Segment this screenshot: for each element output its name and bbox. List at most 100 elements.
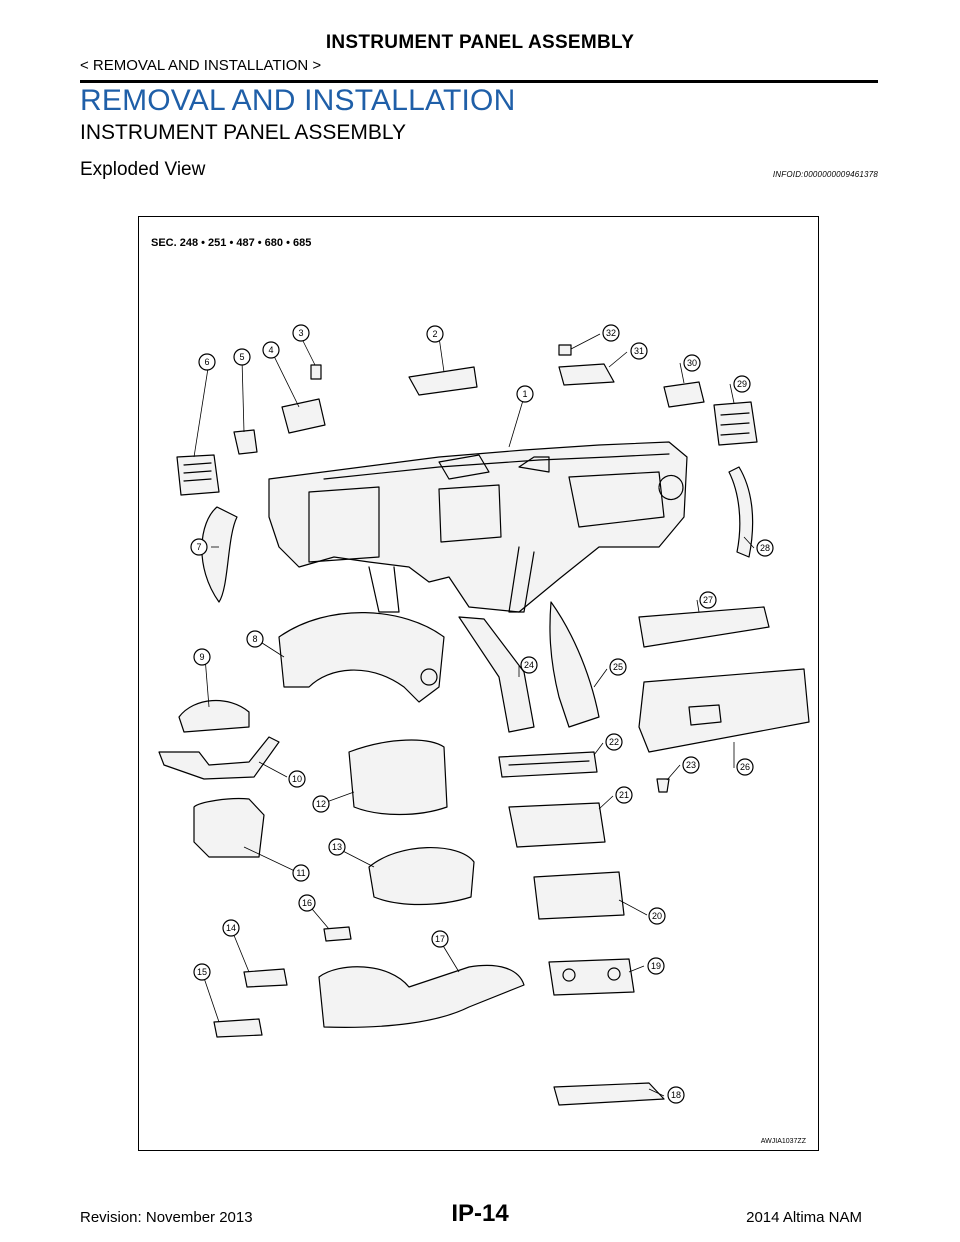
callout-2: 2 [426,325,444,343]
svg-text:22: 22 [609,737,619,747]
footer-page-number: IP-14 [451,1200,509,1227]
svg-text:30: 30 [687,358,697,368]
callout-17: 17 [431,930,449,948]
callout-24: 24 [520,656,538,674]
svg-text:6: 6 [204,357,209,367]
callout-27: 27 [699,591,717,609]
svg-text:14: 14 [226,923,236,933]
callout-3: 3 [292,324,310,342]
svg-text:31: 31 [634,346,644,356]
part-23 [656,778,670,793]
exploded-view-figure: SEC. 248 • 251 • 487 • 680 • 685 [138,216,819,1151]
callout-29: 29 [733,375,751,393]
callout-1: 1 [516,385,534,403]
svg-text:1: 1 [522,389,527,399]
svg-text:19: 19 [651,961,661,971]
part-11 [193,797,265,858]
exploded-view-heading: Exploded View [80,159,206,180]
svg-text:23: 23 [686,760,696,770]
svg-text:7: 7 [196,542,201,552]
svg-text:24: 24 [524,660,534,670]
callout-30: 30 [683,354,701,372]
part-5 [233,429,258,455]
callout-19: 19 [647,957,665,975]
part-8 [278,612,445,703]
header-rule [80,80,878,83]
svg-text:18: 18 [671,1090,681,1100]
callout-10: 10 [288,770,306,788]
svg-text:20: 20 [652,911,662,921]
svg-text:21: 21 [619,790,629,800]
footer-revision: Revision: November 2013 [80,1209,253,1226]
callout-12: 12 [312,795,330,813]
part-18 [553,1082,665,1106]
svg-text:15: 15 [197,967,207,977]
info-id: INFOID:0000000009461378 [772,170,878,179]
part-20 [533,871,625,920]
callout-13: 13 [328,838,346,856]
svg-text:32: 32 [606,328,616,338]
callout-7: 7 [190,538,208,556]
part-15 [213,1018,263,1038]
part-25 [549,601,600,728]
svg-text:12: 12 [316,799,326,809]
part-21 [508,802,606,848]
svg-text:2: 2 [432,329,437,339]
part-14 [243,968,288,988]
callout-18: 18 [667,1086,685,1104]
part-29 [713,401,758,446]
part-30 [663,381,705,408]
callout-6: 6 [198,353,216,371]
part-27 [638,606,770,648]
part-16 [323,926,352,942]
callout-21: 21 [615,786,633,804]
part-24 [458,616,535,733]
subsection-title: INSTRUMENT PANEL ASSEMBLY [80,121,406,144]
svg-text:8: 8 [252,634,257,644]
svg-text:5: 5 [239,352,244,362]
svg-text:4: 4 [268,345,273,355]
part-13 [368,847,475,906]
part-32 [558,344,572,356]
section-title: REMOVAL AND INSTALLATION [80,84,516,117]
svg-text:11: 11 [296,868,305,878]
callout-14: 14 [222,919,240,937]
part-9 [178,700,250,733]
section-codes-label: SEC. 248 • 251 • 487 • 680 • 685 [151,237,312,249]
callout-8: 8 [246,630,264,648]
callout-20: 20 [648,907,666,925]
part-6 [176,454,220,496]
callout-4: 4 [262,341,280,359]
callout-31: 31 [630,342,648,360]
part-2 [408,366,478,396]
part-4 [281,398,326,434]
part-7 [201,506,238,603]
svg-text:25: 25 [613,662,623,672]
svg-text:17: 17 [435,934,445,944]
callout-11: 11 [292,864,310,882]
part-3 [310,364,322,380]
svg-text:3: 3 [298,328,303,338]
callout-26: 26 [736,758,754,776]
svg-text:10: 10 [292,774,302,784]
callout-23: 23 [682,756,700,774]
part-instrument-panel [268,441,688,613]
callout-22: 22 [605,733,623,751]
svg-text:16: 16 [302,898,312,908]
part-28 [728,466,754,558]
part-31 [558,363,615,386]
part-19 [548,958,635,996]
figure-code: AWJIA1037ZZ [760,1138,806,1145]
callout-16: 16 [298,894,316,912]
part-26 [638,668,810,753]
svg-text:27: 27 [703,595,713,605]
svg-text:28: 28 [760,543,770,553]
callout-15: 15 [193,963,211,981]
callout-9: 9 [193,648,211,666]
svg-text:26: 26 [740,762,750,772]
part-10 [158,736,280,780]
svg-text:29: 29 [737,379,747,389]
part-22 [498,751,598,778]
breadcrumb: < REMOVAL AND INSTALLATION > [80,57,322,74]
callout-28: 28 [756,539,774,557]
